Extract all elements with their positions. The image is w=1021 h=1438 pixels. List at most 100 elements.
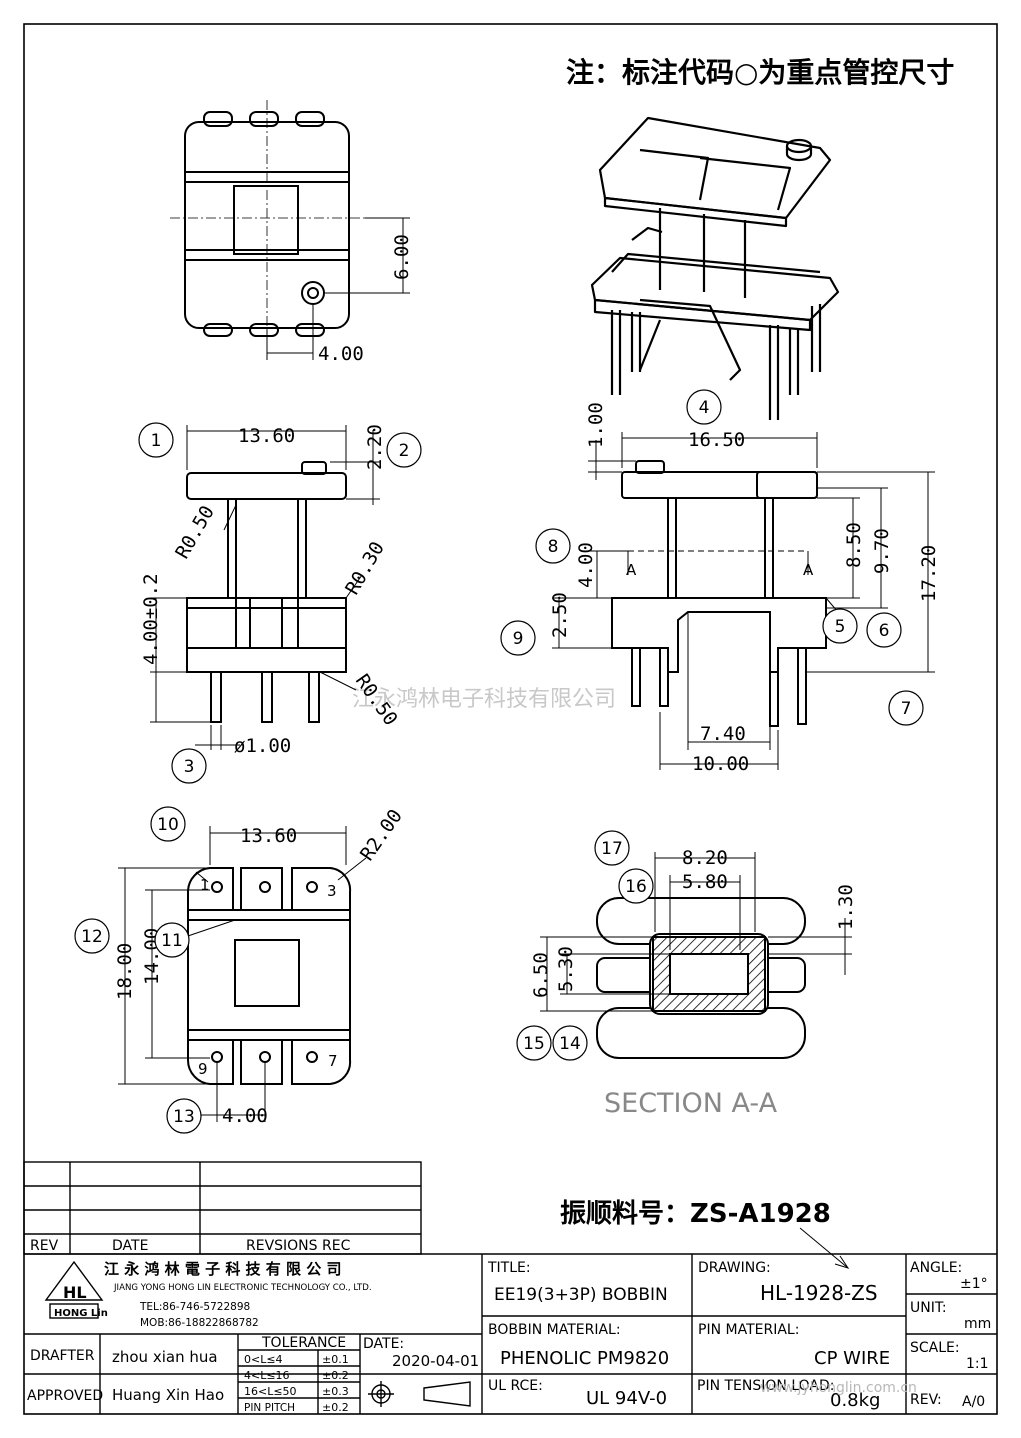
dim-9-70: 9.70 <box>871 528 893 574</box>
callout-2: 2 <box>399 441 410 461</box>
section-marker-a-right: A <box>803 561 814 579</box>
angle-value: ±1° <box>960 1276 988 1292</box>
dim-6-00: 6.00 <box>391 234 413 280</box>
callout-14: 14 <box>559 1034 581 1054</box>
part-number: 振顺料号：ZS-A1928 <box>560 1199 831 1229</box>
dim-r0-30: R0.30 <box>341 538 389 599</box>
dim-7-40: 7.40 <box>700 723 746 745</box>
section-label: SECTION A-A <box>604 1088 778 1119</box>
callout-4: 4 <box>699 398 710 418</box>
tolerance-label: TOLERANCE <box>261 1335 346 1351</box>
callout-10: 10 <box>157 815 179 835</box>
callout-numbers: 1 2 3 4 5 6 7 8 9 10 11 12 13 14 15 16 1… <box>81 398 911 1127</box>
company-cn: 江 永 鸿 林 電 子 科 技 有 限 公 司 <box>104 1260 341 1278</box>
dim-13-60-b: 13.60 <box>240 825 297 847</box>
dim-13-60: 13.60 <box>238 425 295 447</box>
dim-8-50: 8.50 <box>843 522 865 568</box>
date-label: DATE: <box>363 1336 404 1352</box>
dim-4-00-side: 4.00 <box>575 542 597 588</box>
side-view <box>552 432 935 770</box>
dim-1-30: 1.30 <box>835 884 857 930</box>
tol-value-4: ±0.2 <box>322 1401 349 1414</box>
callout-9: 9 <box>513 629 524 649</box>
approved-label: APPROVED <box>27 1388 103 1404</box>
dim-17-20: 17.20 <box>918 545 940 602</box>
dim-dia-1-00: ø1.00 <box>234 735 291 757</box>
pin-label-9: 9 <box>198 1060 208 1078</box>
tol-value-2: ±0.2 <box>322 1369 349 1382</box>
dim-8-20: 8.20 <box>682 847 728 869</box>
dim-10-00: 10.00 <box>692 753 749 775</box>
company-en: JIANG YONG HONG LIN ELECTRONIC TECHNOLOG… <box>113 1283 372 1293</box>
drawing-value: HL-1928-ZS <box>760 1281 878 1305</box>
dim-1-00: 1.00 <box>585 402 607 448</box>
title-block-text: REV DATE REVSIONS REC HL HONG Lin 江 永 鸿 … <box>27 1238 991 1414</box>
drafter-label: DRAFTER <box>30 1348 95 1364</box>
title-value: EE19(3+3P) BOBBIN <box>494 1285 668 1305</box>
pin-label-3: 3 <box>327 882 337 900</box>
callout-7: 7 <box>901 699 912 719</box>
dim-r2-00: R2.00 <box>356 805 407 864</box>
bobbin-material-value: PHENOLIC PM9820 <box>500 1348 669 1369</box>
callout-3: 3 <box>184 757 195 777</box>
callout-6: 6 <box>879 621 890 641</box>
dim-r0-50: R0.50 <box>171 502 219 563</box>
callout-13: 13 <box>173 1107 195 1127</box>
scale-label: SCALE: <box>910 1340 960 1356</box>
callout-16: 16 <box>625 877 647 897</box>
tol-range-2: 4<L≤16 <box>244 1369 290 1382</box>
callout-5: 5 <box>835 617 846 637</box>
dim-6-50: 6.50 <box>530 952 552 998</box>
dim-2-20: 2.20 <box>364 424 386 470</box>
tol-range-1: 0<L≤4 <box>244 1353 283 1366</box>
approved-value: Huang Xin Hao <box>112 1386 224 1404</box>
tol-value-3: ±0.3 <box>322 1385 349 1398</box>
rev-value: A/0 <box>962 1394 985 1410</box>
isometric-view <box>590 116 840 420</box>
dim-16-50: 16.50 <box>688 429 745 451</box>
tol-range-3: 16<L≤50 <box>244 1385 297 1398</box>
unit-label: UNIT: <box>910 1300 947 1316</box>
ul-value: UL 94V-0 <box>586 1388 667 1409</box>
bobbin-material-label: BOBBIN MATERIAL: <box>488 1322 621 1338</box>
unit-value: mm <box>964 1316 991 1332</box>
callout-1: 1 <box>151 431 162 451</box>
callout-17: 17 <box>601 839 623 859</box>
dim-4-00-tol: 4.00±0.2 <box>140 573 162 665</box>
tol-range-4: PIN PITCH <box>244 1402 295 1414</box>
drawing-label: DRAWING: <box>698 1260 771 1276</box>
rev-label: REV: <box>910 1392 942 1408</box>
callout-8: 8 <box>548 537 559 557</box>
dim-18-00: 18.00 <box>114 943 136 1000</box>
company-mob: MOB:86-18822868782 <box>140 1317 259 1329</box>
dim-2-50: 2.50 <box>549 592 571 638</box>
control-note: 注：标注代码○为重点管控尺寸 <box>566 56 954 89</box>
dim-5-80: 5.80 <box>682 871 728 893</box>
pin-label-1: 1 <box>200 876 210 894</box>
drafter-value: zhou xian hua <box>112 1348 218 1366</box>
section-view <box>540 852 852 1059</box>
callout-12: 12 <box>81 927 103 947</box>
rev-header: REV <box>30 1238 59 1254</box>
top-view <box>170 100 410 360</box>
ul-label: UL RCE: <box>488 1378 543 1394</box>
dim-5-30: 5.30 <box>555 946 577 992</box>
angle-label: ANGLE: <box>910 1260 962 1276</box>
scale-value: 1:1 <box>966 1356 989 1372</box>
dim-4-00-top: 4.00 <box>318 343 364 365</box>
pin-label-7: 7 <box>328 1052 338 1070</box>
company-watermark: 江永鸿林电子科技有限公司 <box>352 687 616 712</box>
callout-11: 11 <box>161 931 183 951</box>
pin-tension-label: PIN TENSION LOAD: <box>697 1378 834 1394</box>
pin-material-value: CP WIRE <box>814 1348 890 1369</box>
logo-subtext: HONG Lin <box>54 1308 108 1319</box>
bottom-view <box>118 826 367 1122</box>
title-block-lines <box>23 1161 997 1414</box>
section-marker-a-left: A <box>626 561 637 579</box>
title-label: TITLE: <box>487 1260 531 1276</box>
pin-tension-value: 0.8kg <box>830 1390 880 1411</box>
pin-material-label: PIN MATERIAL: <box>698 1322 799 1338</box>
sheet-border <box>23 23 998 1415</box>
url-watermark: www.jyhonglin.com.cn <box>760 1380 917 1396</box>
